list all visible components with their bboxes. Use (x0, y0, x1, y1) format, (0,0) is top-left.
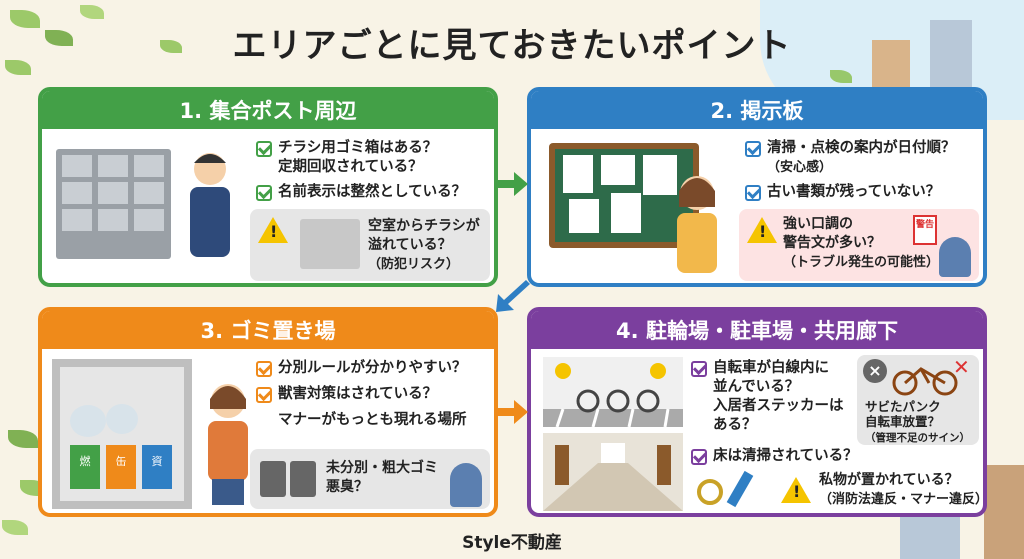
checkbox-icon (256, 361, 272, 377)
garbage-station-illustration: 燃 缶 資 (52, 359, 192, 509)
warning-sign-icon: 警告 (913, 215, 937, 245)
trash-can-icon (290, 461, 316, 497)
checkbox-icon (745, 185, 761, 201)
cross-icon: × (863, 359, 887, 383)
checkbox-icon (256, 141, 272, 157)
section-heading: 1. 集合ポスト周辺 (42, 91, 494, 129)
red-cross-icon: ✕ (953, 355, 970, 379)
page-title: エリアごとに見ておきたいポイント (232, 26, 792, 66)
keys-icon (697, 479, 723, 505)
bulletin-board-illustration (549, 143, 699, 248)
scattered-flyers-icon (300, 219, 360, 269)
building-illustration (930, 20, 972, 100)
building-illustration (984, 465, 1024, 559)
broom-icon (726, 470, 754, 508)
leaf-decoration (10, 10, 40, 28)
check-item: チラシ用ゴミ箱はある？定期回収されている？ (256, 139, 437, 177)
check-note: マナーがもっとも現れる場所 (278, 412, 467, 428)
warning-text: 強い口調の警告文が多い？（トラブル発生の可能性） (783, 216, 940, 270)
bin-label: 資 (152, 455, 163, 468)
resident-figure (190, 153, 230, 257)
checkbox-icon (256, 387, 272, 403)
leaf-decoration (2, 520, 28, 535)
bin-label: 缶 (116, 454, 127, 468)
section-heading: 2. 掲示板 (531, 91, 983, 129)
section-parking-corridor: 4. 駐輪場・駐車場・共用廊下 自転車が白線内に並んでいる？入居者ステッカーはあ… (527, 307, 987, 517)
warning-icon (258, 217, 288, 243)
leaf-decoration (160, 40, 182, 53)
leaf-decoration (830, 70, 852, 83)
flow-arrow-down-left (496, 280, 530, 312)
mailbox-illustration (56, 149, 171, 259)
checkbox-icon (745, 141, 761, 157)
leaf-decoration (5, 60, 31, 75)
rusty-bicycle-icon (892, 367, 958, 396)
resident-figure (208, 384, 248, 505)
worried-person-icon (939, 237, 971, 277)
check-item: 清掃・点検の案内が日付順？（安心感） (745, 139, 956, 177)
flow-arrow-right (498, 400, 528, 424)
bin-label: 燃 (80, 454, 91, 468)
leaf-decoration (8, 430, 38, 448)
check-item: 分別ルールが分かりやすい？ (256, 359, 467, 378)
leaf-decoration (45, 30, 73, 46)
warning-text: 私物が置かれている？（消防法違反・マナー違反） (819, 472, 987, 507)
rusty-bike-panel: × ✕ サビたパンク自転車放置？（管理不足のサイン） (857, 355, 979, 445)
worried-person-icon (450, 463, 482, 507)
warning-text: 未分別・粗大ゴミ悪臭？ (326, 460, 438, 495)
corridor-illustration (543, 433, 683, 511)
leaf-decoration (80, 5, 104, 19)
check-item: 名前表示は整然としている？ (256, 183, 466, 202)
checkbox-icon (691, 449, 707, 465)
warning-panel: 未分別・粗大ゴミ悪臭？ (250, 449, 490, 509)
company-name: Style不動産 (462, 533, 562, 553)
warning-icon (747, 217, 777, 243)
checkbox-icon (691, 361, 707, 377)
warning-text: 空室からチラシが溢れている？（防犯リスク） (368, 218, 480, 272)
section-mailbox: 1. 集合ポスト周辺 チラシ用ゴミ箱はある？定期回収されている？ 名前表示は整然… (38, 87, 498, 287)
warning-icon (781, 477, 811, 503)
section-heading: 4. 駐輪場・駐車場・共用廊下 (531, 311, 983, 349)
check-item: 床は清掃されている？ (691, 447, 858, 466)
check-item: 自転車が白線内に並んでいる？入居者ステッカーはある？ (691, 359, 844, 435)
checkbox-icon (256, 185, 272, 201)
flow-arrow-right (498, 172, 528, 196)
rusty-bike-text: サビたパンク自転車放置？（管理不足のサイン） (865, 399, 970, 444)
bicycle-parking-illustration (543, 357, 683, 427)
section-heading: 3. ゴミ置き場 (42, 311, 494, 349)
resident-figure (677, 176, 717, 273)
trash-can-icon (260, 461, 286, 497)
check-item: 古い書類が残っていない？ (745, 183, 940, 202)
section-bulletin-board: 2. 掲示板 清掃・点検の案内が日付順？（安心感） 古い書類が残っていない？ 強… (527, 87, 987, 287)
check-item: 獣害対策はされている？ (256, 385, 437, 404)
section-garbage-area: 3. ゴミ置き場 燃 缶 資 分別ルールが分かりやすい？ 獣害対策はされている？… (38, 307, 498, 517)
